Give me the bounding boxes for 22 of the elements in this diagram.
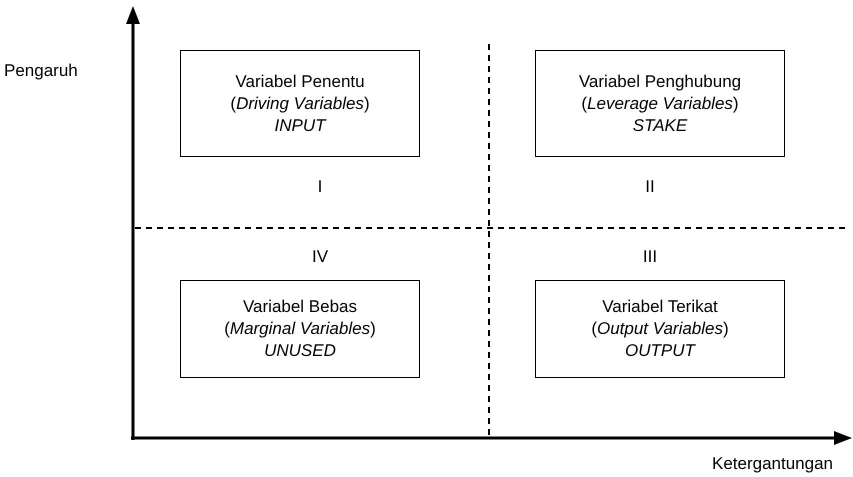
quadrant-number: III — [642, 246, 658, 268]
variable-name: Variabel Penghubung — [578, 70, 742, 92]
variable-term: (Driving Variables) — [230, 92, 370, 114]
axis-label: Pengaruh — [4, 60, 79, 82]
quadrant-box — [180, 280, 420, 378]
quadrant-number: I — [316, 176, 324, 198]
quadrant-number: IV — [310, 246, 330, 268]
variable-name: Variabel Penentu — [235, 70, 365, 92]
variable-term: (Output Variables) — [591, 318, 729, 340]
variable-name: Variabel Bebas — [242, 296, 358, 318]
variable-role: STAKE — [632, 114, 688, 136]
axis-label: Ketergantungan — [711, 453, 834, 475]
variable-name: Variabel Terikat — [602, 296, 718, 318]
variable-term: (Marginal Variables) — [224, 318, 376, 340]
variable-role: INPUT — [274, 114, 326, 136]
variable-role: OUTPUT — [625, 340, 695, 362]
quadrant-box — [535, 280, 785, 378]
variable-term: (Leverage Variables) — [581, 92, 739, 114]
quadrant-number: II — [644, 176, 656, 198]
quadrant-box — [180, 50, 420, 157]
variable-role: UNUSED — [264, 340, 336, 362]
quadrant-box — [535, 50, 785, 157]
